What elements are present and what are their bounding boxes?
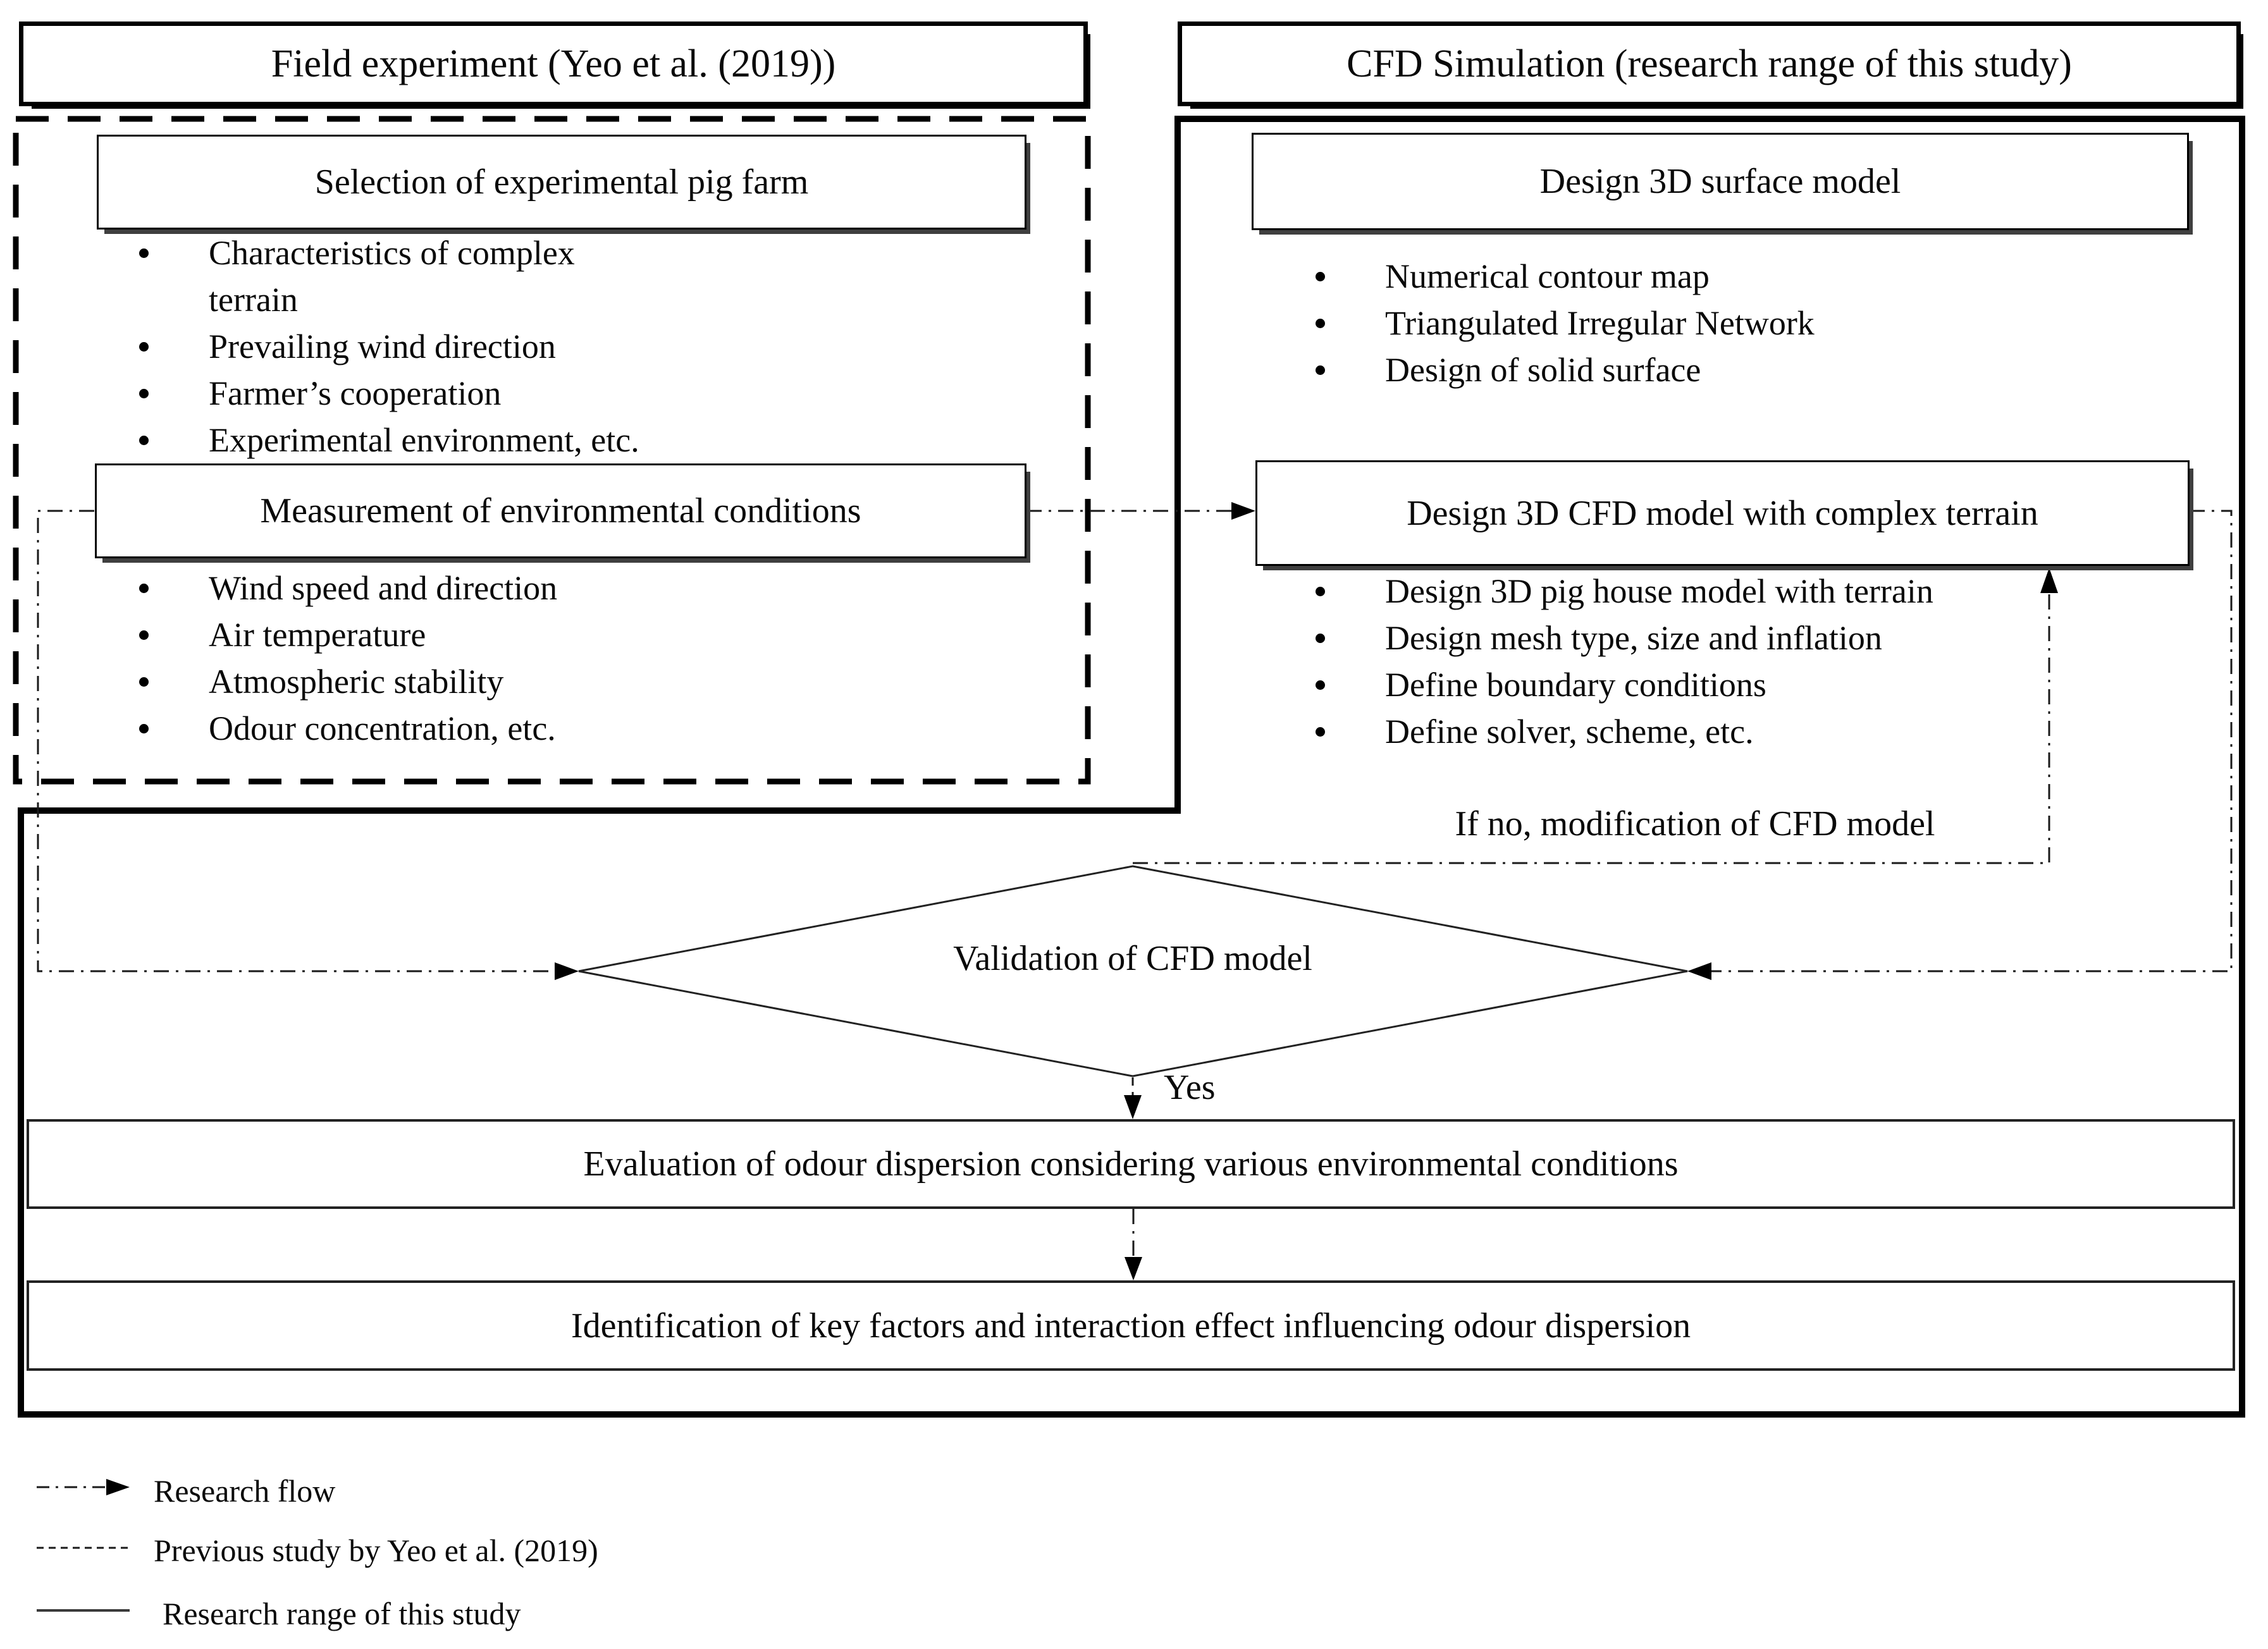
validation-text: Validation of CFD model bbox=[953, 939, 1312, 978]
list-item-text: Air temperature bbox=[209, 616, 426, 654]
legend-item-research-flow: Research flow bbox=[154, 1471, 335, 1511]
cfd-simulation-title-box: CFD Simulation (research range of this s… bbox=[1178, 21, 2241, 106]
flow-line-cfd-to-validation bbox=[1698, 510, 2233, 972]
list-item: Design of solid surface bbox=[1303, 346, 2233, 393]
arrow-right-icon bbox=[555, 962, 579, 980]
bullet-icon bbox=[126, 584, 209, 593]
legend-item-previous-study: Previous study by Yeo et al. (2019) bbox=[154, 1530, 598, 1571]
list-item: Experimental environment, etc. bbox=[126, 417, 1050, 463]
list-item: Design mesh type, size and inflation bbox=[1303, 615, 2233, 661]
bullet-icon bbox=[126, 389, 209, 398]
legend-previous-study-label: Previous study by Yeo et al. (2019) bbox=[154, 1533, 598, 1568]
bullet-icon bbox=[126, 436, 209, 445]
list-item-text: Design of solid surface bbox=[1385, 351, 1701, 389]
list-item-text: Atmospheric stability bbox=[209, 663, 504, 701]
bullet-icon bbox=[1303, 365, 1385, 375]
bullet-icon bbox=[126, 724, 209, 733]
list-item: Characteristics of complex bbox=[126, 230, 1050, 276]
list-item: Triangulated Irregular Network bbox=[1303, 300, 2233, 346]
evaluation-box: Evaluation of odour dispersion consideri… bbox=[27, 1119, 2235, 1209]
arrow-down-icon bbox=[1125, 1257, 1142, 1280]
bullet-icon bbox=[126, 342, 209, 352]
identification-box: Identification of key factors and intera… bbox=[27, 1280, 2235, 1371]
cfd-simulation-title: CFD Simulation (research range of this s… bbox=[1347, 42, 2072, 85]
measurement-conditions-box: Measurement of environmental conditions bbox=[95, 463, 1026, 558]
list-item: Air temperature bbox=[126, 611, 1050, 658]
design-cfd-model-label: Design 3D CFD model with complex terrain bbox=[1407, 493, 2038, 533]
list-item-text: Farmer’s cooperation bbox=[209, 374, 502, 412]
previous-study-dashed-frame bbox=[13, 116, 1091, 785]
list-item: Numerical contour map bbox=[1303, 253, 2233, 300]
list-item: Prevailing wind direction bbox=[126, 323, 1050, 370]
list-item: terrain bbox=[126, 276, 1050, 323]
list-item-text: Triangulated Irregular Network bbox=[1385, 304, 1815, 342]
validation-diamond-label: Validation of CFD model bbox=[753, 938, 1512, 979]
bullet-icon bbox=[126, 677, 209, 687]
legend-item-research-range: Research range of this study bbox=[163, 1593, 521, 1634]
list-item-text: Characteristics of complex bbox=[209, 234, 575, 272]
list-item: Atmospheric stability bbox=[126, 658, 1050, 705]
list-item: Design 3D pig house model with terrain bbox=[1303, 568, 2233, 615]
yes-label: Yes bbox=[1164, 1067, 1215, 1108]
list-item-text: Design 3D pig house model with terrain bbox=[1385, 572, 1933, 610]
list-item: Wind speed and direction bbox=[126, 565, 1050, 611]
list-item-text: Wind speed and direction bbox=[209, 569, 558, 607]
list-item: Define solver, scheme, etc. bbox=[1303, 708, 2233, 755]
design-surface-model-label: Design 3D surface model bbox=[1539, 162, 1901, 201]
measurement-conditions-label: Measurement of environmental conditions bbox=[260, 491, 861, 530]
bullet-icon bbox=[1303, 587, 1385, 596]
bullet-icon bbox=[126, 248, 209, 258]
bullet-icon bbox=[126, 630, 209, 640]
bullet-icon bbox=[1303, 272, 1385, 281]
selection-pig-farm-label: Selection of experimental pig farm bbox=[314, 162, 809, 202]
bullet-icon bbox=[1303, 319, 1385, 328]
flow-line-measurement-to-validation bbox=[37, 510, 568, 972]
legend-research-range-label: Research range of this study bbox=[163, 1596, 521, 1631]
list-item: Odour concentration, etc. bbox=[126, 705, 1050, 752]
list-item-text: Numerical contour map bbox=[1385, 257, 1710, 295]
arrow-down-icon bbox=[1124, 1095, 1142, 1119]
field-experiment-title-box: Field experiment (Yeo et al. (2019)) bbox=[19, 21, 1088, 106]
bullet-icon bbox=[126, 295, 209, 305]
list-item: Define boundary conditions bbox=[1303, 661, 2233, 708]
bullet-icon bbox=[1303, 634, 1385, 643]
yes-text: Yes bbox=[1164, 1068, 1216, 1107]
list-item-text: terrain bbox=[209, 281, 298, 319]
identification-label: Identification of key factors and intera… bbox=[570, 1306, 1691, 1346]
list-item-text: Prevailing wind direction bbox=[209, 328, 556, 365]
research-range-frame bbox=[18, 116, 2245, 1418]
legend-research-flow-label: Research flow bbox=[154, 1473, 336, 1509]
if-no-text: If no, modification of CFD model bbox=[1455, 804, 1935, 843]
validation-diamond bbox=[578, 865, 1688, 1077]
bullet-icon bbox=[1303, 680, 1385, 690]
list-item: Farmer’s cooperation bbox=[126, 370, 1050, 417]
arrow-up-icon bbox=[2040, 568, 2058, 593]
list-item-text: Odour concentration, etc. bbox=[209, 709, 556, 747]
design-cfd-model-box: Design 3D CFD model with complex terrain bbox=[1255, 460, 2190, 566]
design-surface-model-box: Design 3D surface model bbox=[1252, 133, 2189, 230]
evaluation-label: Evaluation of odour dispersion consideri… bbox=[583, 1144, 1679, 1184]
selection-pig-farm-box: Selection of experimental pig farm bbox=[97, 135, 1026, 230]
bullet-icon bbox=[1303, 727, 1385, 737]
arrow-left-icon bbox=[1687, 962, 1711, 980]
field-experiment-title: Field experiment (Yeo et al. (2019)) bbox=[271, 42, 836, 85]
list-item-text: Define solver, scheme, etc. bbox=[1385, 713, 1754, 751]
arrow-right-icon bbox=[1231, 502, 1255, 520]
arrow-right-icon bbox=[106, 1479, 130, 1495]
if-no-label: If no, modification of CFD model bbox=[1417, 803, 1973, 845]
list-item-text: Experimental environment, etc. bbox=[209, 421, 639, 459]
flow-line-if-no-loop bbox=[1133, 577, 2050, 864]
list-item-text: Design mesh type, size and inflation bbox=[1385, 619, 1882, 657]
list-item-text: Define boundary conditions bbox=[1385, 666, 1766, 704]
